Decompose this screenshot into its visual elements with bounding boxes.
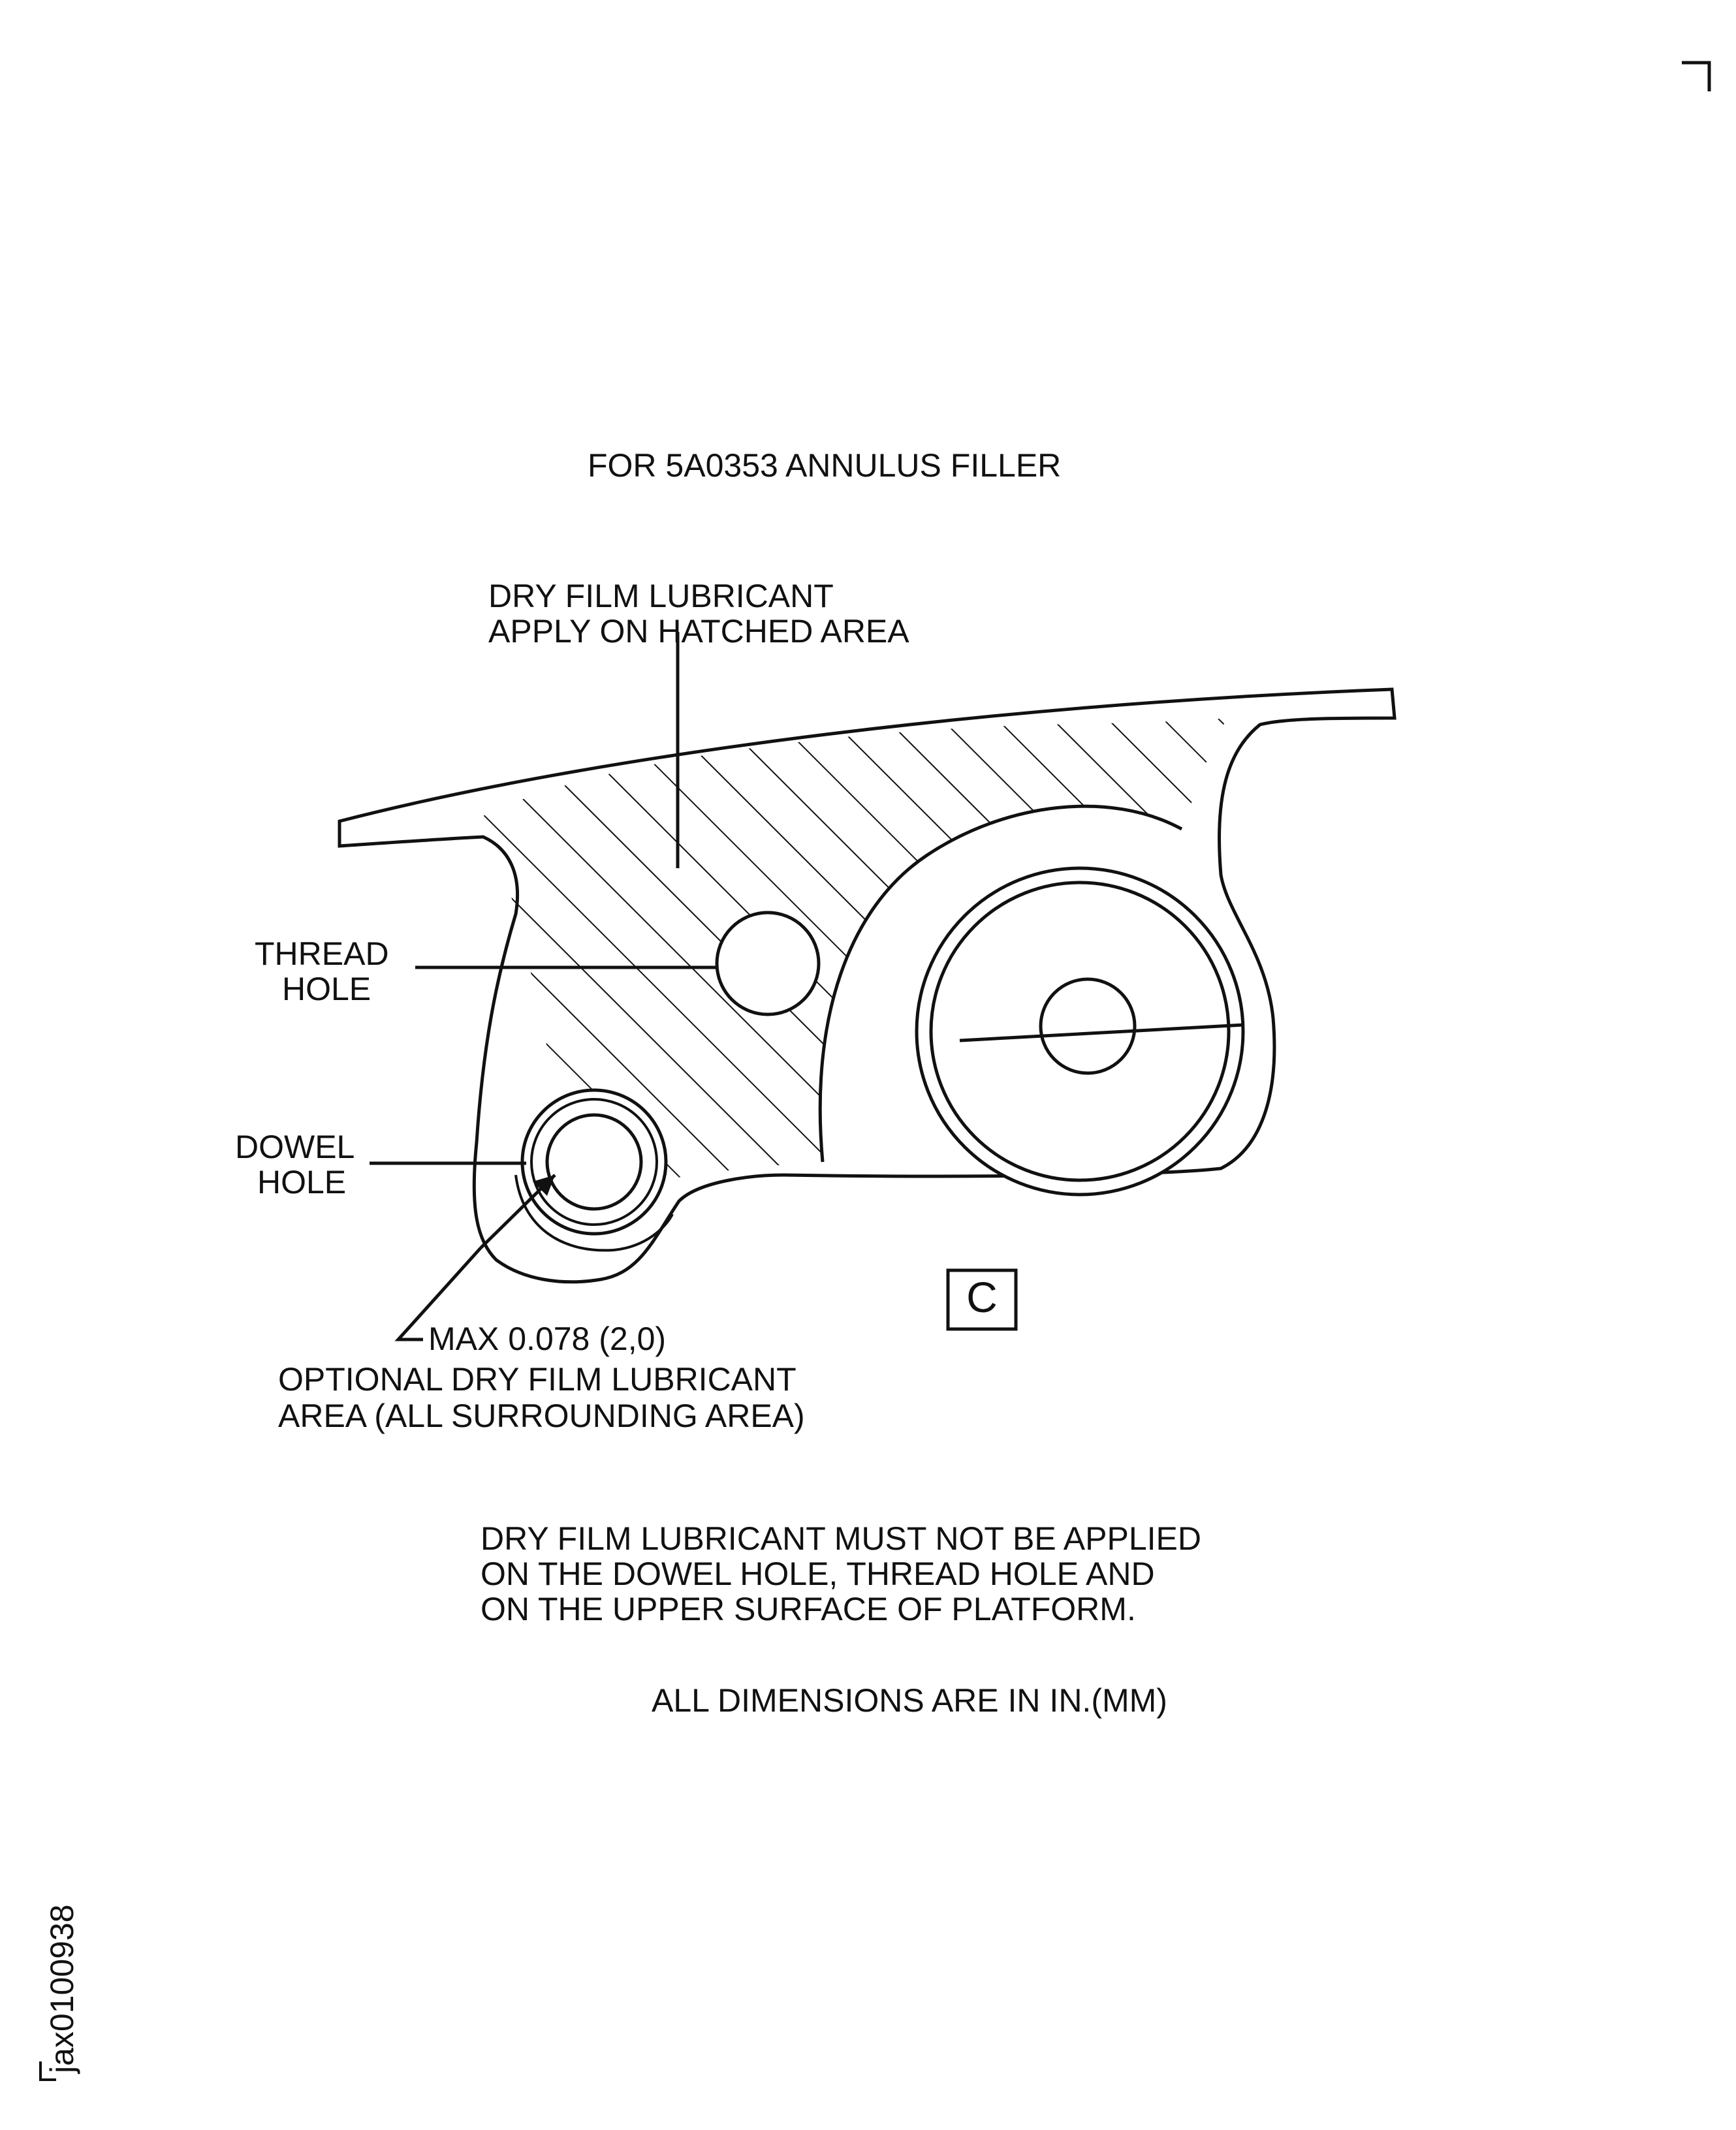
figure-id-bracket [39,2061,56,2081]
dry-film-callout-line1: DRY FILM LUBRICANT [488,578,834,614]
max-dimension-label: MAX 0.078 (2,0) [428,1321,666,1357]
dowel-hole-optional-band [514,1174,674,1252]
max-dimension-leader [394,1247,482,1341]
note-line3: ON THE UPPER SURFACE OF PLATFORM. [481,1591,1136,1627]
note-line1: DRY FILM LUBRICANT MUST NOT BE APPLIED [481,1520,1201,1557]
dowel-hole-label-line1: DOWEL [235,1129,355,1165]
view-label: C [966,1273,998,1321]
note-line2: ON THE DOWEL HOLE, THREAD HOLE AND [481,1556,1155,1592]
optional-area-line1: OPTIONAL DRY FILM LUBRICANT [278,1361,797,1398]
dry-film-callout-line2: APPLY ON HATCHED AREA [488,613,909,650]
inner-web-line [818,804,1183,1163]
max-dimension-arrowhead [533,1175,555,1196]
large-boss-chord [959,1023,1244,1042]
dowel-hole-ring [530,1098,658,1226]
dowel-hole-inner [545,1113,643,1211]
figure-id: jax0100938 [44,1904,80,2075]
dimensions-note: ALL DIMENSIONS ARE IN IN.(MM) [652,1682,1167,1719]
optional-area-line2: AREA (ALL SURROUNDING AREA) [278,1398,805,1434]
thread-hole-label-line1: THREAD [255,935,389,972]
drawing-title: FOR 5A0353 ANNULUS FILLER [588,447,1061,484]
thread-hole-label-line2: HOLE [282,971,371,1007]
corner-mark [1682,61,1711,91]
dowel-hole-label-line2: HOLE [257,1164,346,1200]
large-boss-small-hole [1039,977,1137,1075]
hatched-lubricant-area [483,718,1227,1188]
thread-hole [715,911,821,1016]
large-boss-inner [929,881,1231,1182]
view-label-box [946,1268,1018,1331]
